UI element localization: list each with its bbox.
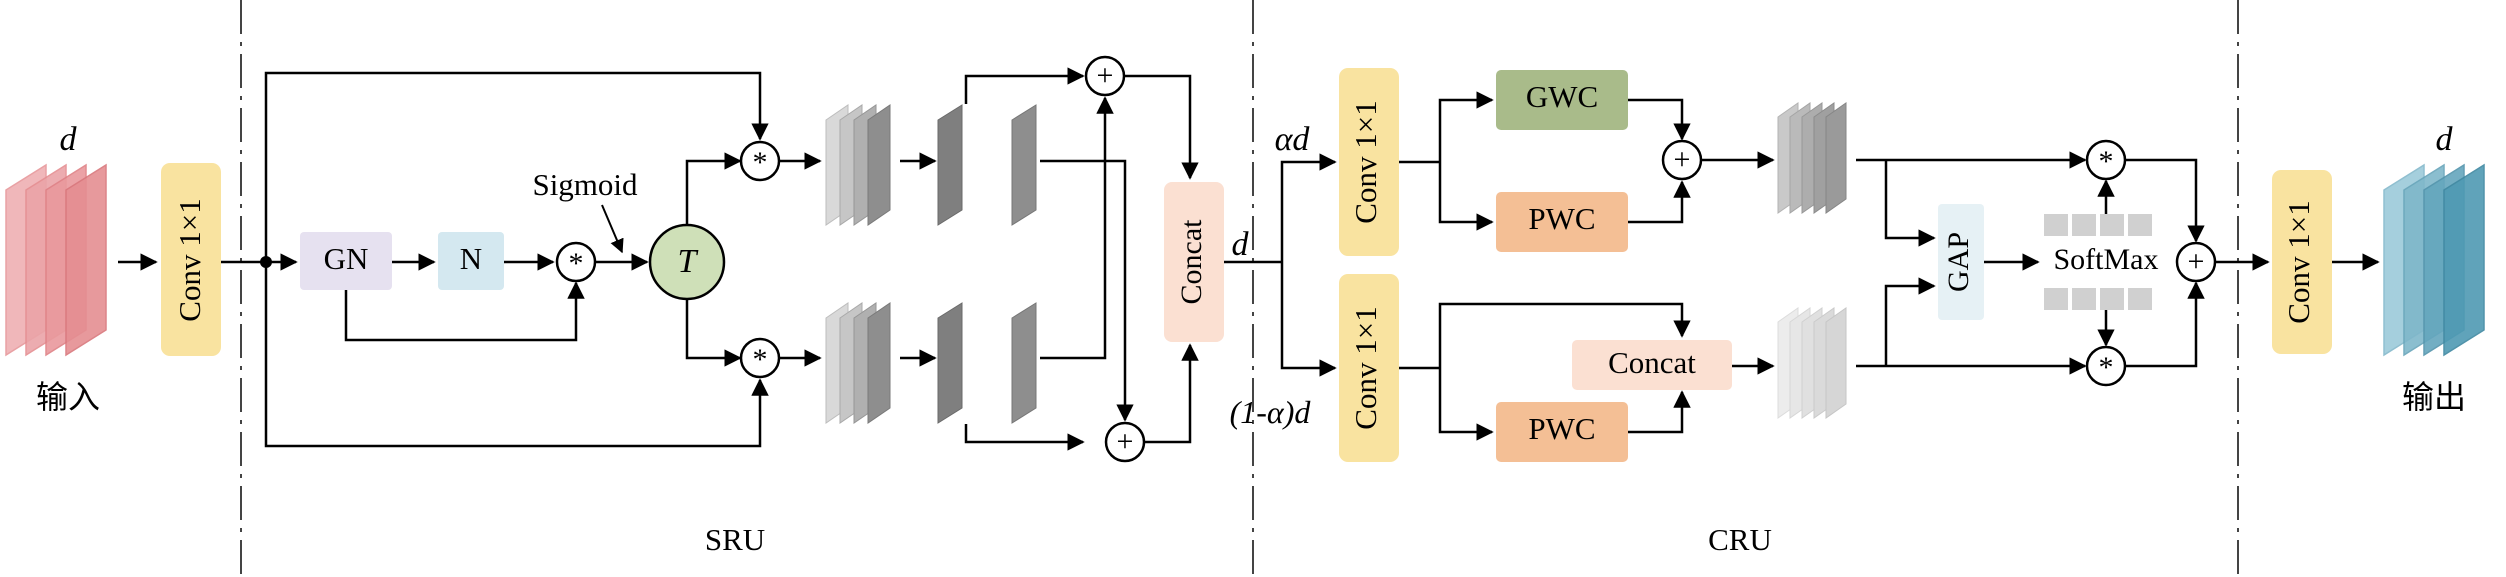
sigmoid-label: Sigmoid: [532, 167, 638, 202]
conv-out-label: Conv 1×1: [2281, 200, 2316, 323]
cru-upper-conv-label: Conv 1×1: [1348, 100, 1383, 223]
pwc-lower-label: PWC: [1528, 411, 1595, 446]
output-label: 输出: [2402, 378, 2466, 416]
cru-upper-multiply-symbol: *: [2099, 145, 2114, 178]
one-minus-alpha-d-label: (1-α)d: [1230, 394, 1312, 430]
alpha-d-label: αd: [1275, 121, 1311, 158]
sru-upper-split-map-a: [937, 104, 963, 226]
input-dim-label: d: [60, 121, 78, 158]
cru-upper-add-symbol: +: [1674, 143, 1691, 176]
cru-upper-conv-block: [1339, 68, 1399, 256]
sru-lower-split-map-b: [1011, 302, 1037, 424]
pwc-upper-label: PWC: [1528, 201, 1595, 236]
conv-in-label: Conv 1×1: [172, 198, 207, 321]
n-label: N: [460, 241, 482, 276]
cru-concat-label: Concat: [1608, 345, 1696, 380]
threshold-gate-label: T: [678, 243, 699, 280]
sru-concat-block: [1164, 182, 1224, 342]
softmax-label: SoftMax: [2054, 243, 2159, 276]
cru-lower-multiply-symbol: *: [2099, 351, 2114, 384]
pwc-lower-block: [1496, 402, 1628, 462]
gap-label: GAP: [1942, 232, 1975, 292]
sru-lower-add-symbol: +: [1117, 425, 1134, 458]
cru-lower-feature-stack: [1777, 307, 1847, 419]
sru-upper-multiply-symbol: *: [753, 146, 768, 179]
sru-unit: GN N * Sigmoid T * *: [221, 55, 1250, 557]
cru-lower-conv-block: [1339, 274, 1399, 462]
softmax-upper-cells: [2044, 214, 2152, 236]
sru-weight-multiply-symbol: *: [569, 247, 584, 280]
conv-out-block: [2272, 170, 2332, 354]
cru-final-add-symbol: +: [2188, 245, 2205, 278]
gwc-label: GWC: [1526, 79, 1598, 114]
pwc-upper-block: [1496, 192, 1628, 252]
section-dividers: [240, 0, 2239, 577]
gn-label: GN: [324, 241, 369, 276]
softmax-lower-cells: [2044, 288, 2152, 310]
cru-upper-feature-stack: [1777, 102, 1847, 214]
sru-title: SRU: [705, 522, 765, 557]
cru-lower-conv-label: Conv 1×1: [1348, 306, 1383, 429]
sru-upper-add-symbol: +: [1097, 59, 1114, 92]
sru-lower-split-map-a: [937, 302, 963, 424]
output-dim-label: d: [2436, 121, 2454, 158]
cru-concat-block: [1572, 340, 1732, 390]
sru-concat-label: Concat: [1175, 219, 1208, 305]
sru-upper-split-map-b: [1011, 104, 1037, 226]
input-feature-maps: [5, 163, 107, 357]
cru-unit: αd (1-α)d Conv 1×1 Conv 1×1 GWC PWC +: [1224, 68, 2217, 557]
sru-lower-feature-stack: [825, 302, 891, 424]
n-block: [438, 232, 504, 290]
gn-block: [300, 232, 392, 290]
sru-output-dim: d: [1232, 226, 1250, 263]
conv-in-block: [161, 163, 221, 356]
cru-title: CRU: [1708, 522, 1772, 557]
gwc-block: [1496, 70, 1628, 130]
output-feature-maps: [2383, 163, 2485, 357]
gap-block: [1938, 204, 1984, 320]
sru-lower-multiply-symbol: *: [753, 343, 768, 376]
input-label: 输入: [36, 378, 100, 416]
sru-upper-feature-stack: [825, 104, 891, 226]
